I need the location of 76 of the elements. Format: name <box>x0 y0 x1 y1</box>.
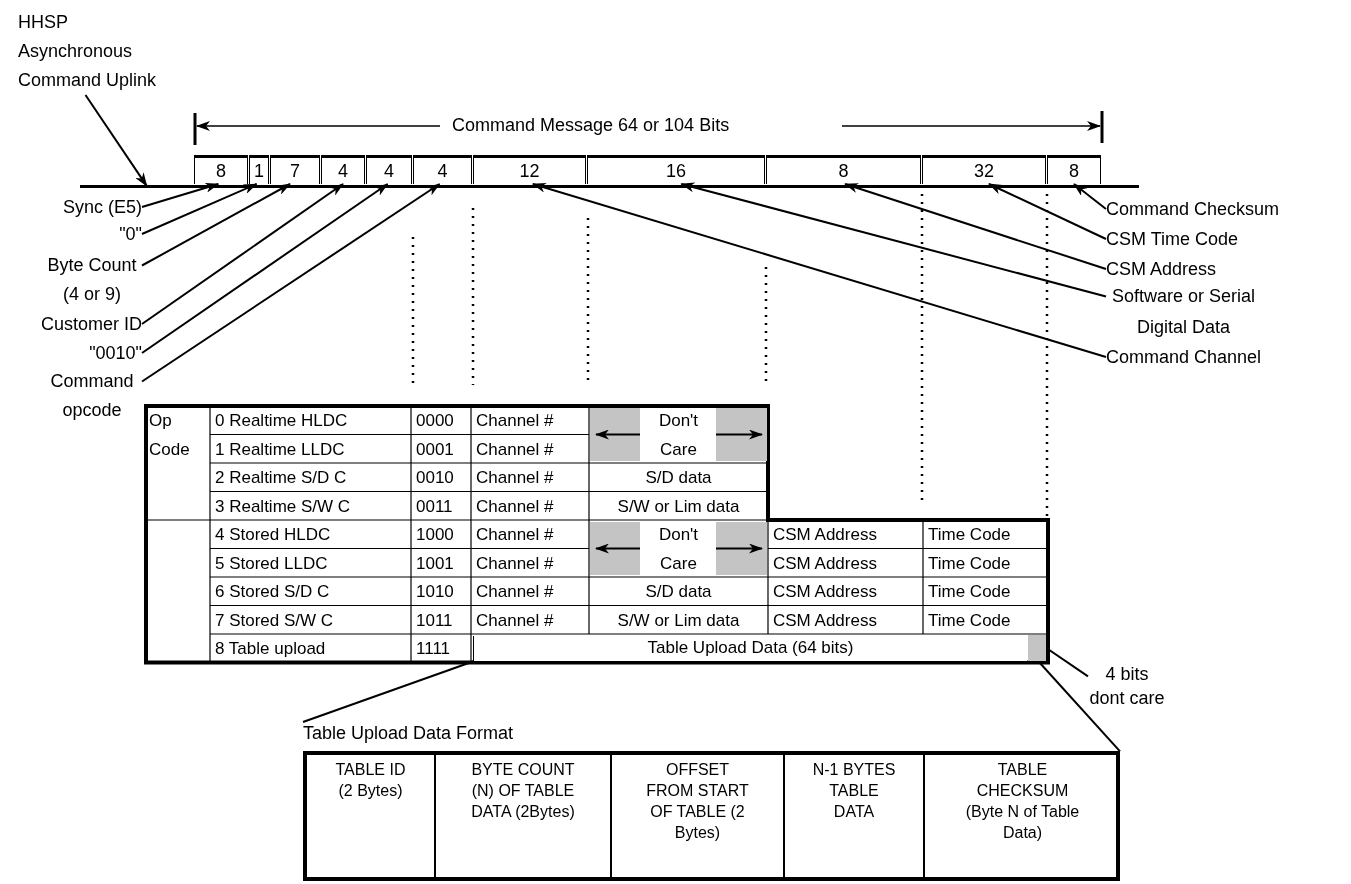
callout-text: Customer ID <box>40 313 142 335</box>
table-text: 0000 <box>416 410 454 431</box>
table-heading: Table Upload Data Format <box>303 722 514 744</box>
arrow <box>141 182 220 208</box>
callout-text: 4 bits dont care <box>1088 662 1166 710</box>
callout-text: "0" <box>119 223 142 245</box>
data-field: Table Upload Data (64 bits) <box>473 636 1027 661</box>
signal-line <box>80 185 1139 188</box>
dimension-label: Command Message 64 or 104 Bits <box>452 114 730 136</box>
table-text: 8 Table upload <box>215 638 326 659</box>
table-text: S/W or Lim data <box>617 495 740 517</box>
callout-text: Sync (E5) <box>62 196 142 218</box>
table-text: 7 Stored S/W C <box>215 609 334 631</box>
callout-text: CSM Time Code <box>1106 228 1239 250</box>
table-text: Channel # <box>476 552 554 574</box>
table-text: 0011 <box>416 495 453 517</box>
arrow <box>84 94 148 187</box>
arrow <box>987 183 1107 240</box>
table-text: S/D data <box>645 581 712 602</box>
arrow <box>531 182 1107 358</box>
shaded-field <box>1028 635 1046 661</box>
table-text: 0001 <box>416 438 454 460</box>
table-text: 6 Stored S/D C <box>215 581 330 602</box>
table-column: TABLE ID (2 Bytes) <box>307 755 436 877</box>
table-text: 1010 <box>416 581 454 602</box>
callout-text: Command opcode <box>42 367 142 425</box>
table-text: 2 Realtime S/D C <box>215 467 347 488</box>
table-text: S/W or Lim data <box>617 609 740 631</box>
table-text: Channel # <box>476 524 554 545</box>
table-text: 0 Realtime HLDC <box>215 410 348 431</box>
table-column: TABLE CHECKSUM (Byte N of Table Data) <box>925 755 1120 877</box>
arrow <box>141 183 344 325</box>
table-text: S/D data <box>645 467 712 488</box>
table-text: Op Code <box>149 410 191 461</box>
arrow <box>680 182 1107 298</box>
table-text: Channel # <box>476 581 554 602</box>
callout-text: Software or Serial Digital Data <box>1106 281 1261 343</box>
table-text: CSM Address <box>773 552 877 574</box>
arrow <box>844 183 1107 270</box>
table-text: Don't Care <box>657 410 700 461</box>
table-text: Time Code <box>928 524 1011 545</box>
table-text: Time Code <box>928 609 1011 631</box>
table-text: 5 Stored LLDC <box>215 552 328 574</box>
table-text: 3 Realtime S/W C <box>215 495 351 517</box>
table-text: CSM Address <box>773 524 877 545</box>
table-column: BYTE COUNT (N) OF TABLE DATA (2Bytes) <box>436 755 612 877</box>
table-text: 1 Realtime LLDC <box>215 438 345 460</box>
table-text: 0010 <box>416 467 454 488</box>
table-text: 1001 <box>416 552 454 574</box>
table-text: Channel # <box>476 495 554 517</box>
table-text: Channel # <box>476 410 554 431</box>
callout-text: Command Channel <box>1106 346 1262 368</box>
table-text: Channel # <box>476 609 554 631</box>
callout-text: "0010" <box>89 342 142 364</box>
table-column: OFFSET FROM START OF TABLE (2 Bytes) <box>612 755 785 877</box>
table-text: 4 Stored HLDC <box>215 524 331 545</box>
arrow <box>141 183 291 267</box>
table-text: Channel # <box>476 467 554 488</box>
table-text: Channel # <box>476 438 554 460</box>
table-text: CSM Address <box>773 609 877 631</box>
table-text: Don't Care <box>657 524 700 575</box>
table-text: Time Code <box>928 581 1011 602</box>
callout-text: CSM Address <box>1106 258 1217 280</box>
table-text: 1111 <box>416 638 451 659</box>
table-text: 1000 <box>416 524 454 545</box>
table-column: N-1 BYTES TABLE DATA <box>785 755 925 877</box>
arrow <box>141 183 441 383</box>
arrow <box>141 183 389 354</box>
arrow <box>1073 183 1107 210</box>
callout-text: HHSP Asynchronous Command Uplink <box>18 8 168 95</box>
table-text: Time Code <box>928 552 1011 574</box>
arrow <box>141 183 258 235</box>
table-text: 1011 <box>416 609 453 631</box>
callout-text: Byte Count (4 or 9) <box>42 251 142 309</box>
table-text: CSM Address <box>773 581 877 602</box>
callout-text: Command Checksum <box>1106 198 1280 220</box>
